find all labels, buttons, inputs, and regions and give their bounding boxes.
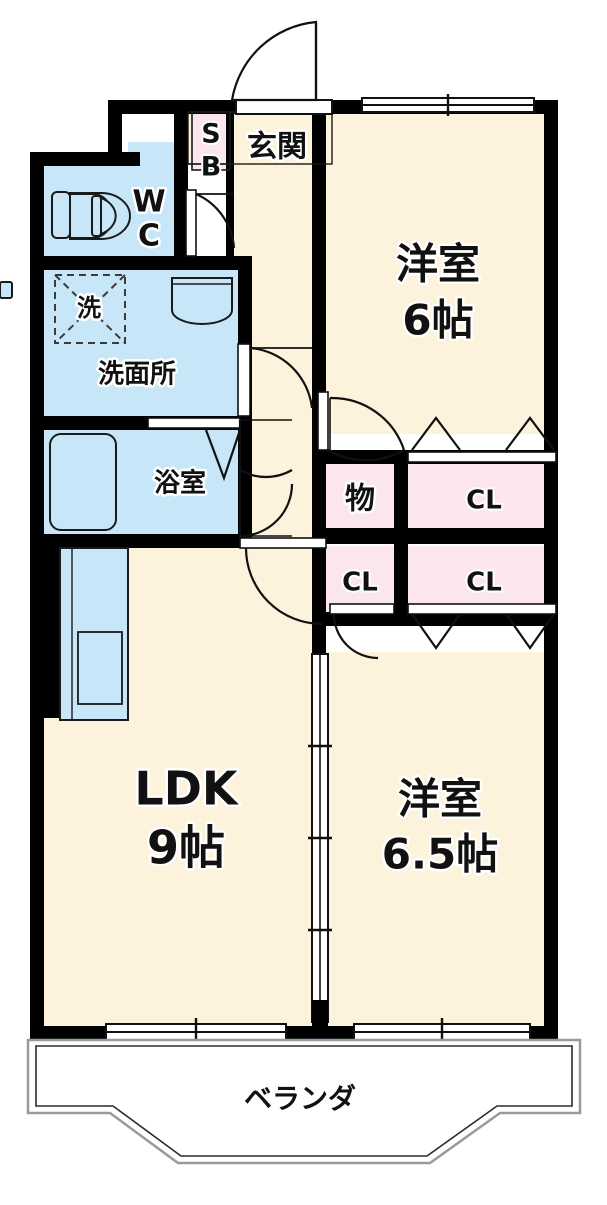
washer-label: 洗 xyxy=(77,294,101,322)
washbasin-icon xyxy=(0,277,233,325)
toilet-icon xyxy=(51,191,131,240)
closet-door-symbols[interactable] xyxy=(329,416,557,660)
genkan-label: 玄関 xyxy=(247,130,307,165)
room-labels: S B 玄関 W C 洗 洗面所 浴室 洋室 6帖 物 CL CL CL LDK… xyxy=(75,117,504,1118)
shoebox-label-line2: B xyxy=(201,152,222,183)
veranda xyxy=(26,1038,582,1165)
veranda-label: ベランダ xyxy=(244,1082,356,1115)
sliding-partition[interactable] xyxy=(308,653,332,1026)
floor-cl-left xyxy=(326,546,398,614)
cl-top-label: CL xyxy=(466,486,502,516)
wc-door[interactable] xyxy=(185,189,236,257)
bathtub-icon xyxy=(49,433,117,531)
floor-shoebox xyxy=(192,112,230,170)
hallway-doors[interactable] xyxy=(238,391,406,626)
floor-washitsu-6 xyxy=(326,104,558,434)
senmenjo-label: 洗面所 xyxy=(98,360,176,390)
shoebox-label-line1: S xyxy=(201,119,220,150)
wc-label-line2: C xyxy=(138,219,160,254)
ldk-label-line2: 9帖 xyxy=(147,821,225,875)
floor-mono xyxy=(326,462,398,528)
washitsu65-label-line1: 洋室 xyxy=(398,775,482,824)
kitchen-counter-icon xyxy=(59,547,129,721)
washitsu6-label-line2: 6帖 xyxy=(402,296,473,345)
floor-washitsu-65 xyxy=(326,652,558,1040)
senmenjo-door[interactable] xyxy=(237,343,314,417)
ldk-label-line1: LDK xyxy=(134,762,239,816)
wc-label-line1: W xyxy=(132,185,165,220)
washitsu6-label-line1: 洋室 xyxy=(396,240,480,289)
floor-cl-right xyxy=(408,546,558,614)
washitsu65-label-line2: 6.5帖 xyxy=(382,830,498,879)
entrance-door[interactable] xyxy=(230,20,333,115)
washing-machine-space-icon xyxy=(54,274,126,344)
cl-left-label: CL xyxy=(342,568,378,598)
floor-cl-top xyxy=(408,462,558,528)
yokushitsu-label: 浴室 xyxy=(154,468,206,499)
cl-right-label: CL xyxy=(466,568,502,598)
mono-label: 物 xyxy=(345,482,375,517)
